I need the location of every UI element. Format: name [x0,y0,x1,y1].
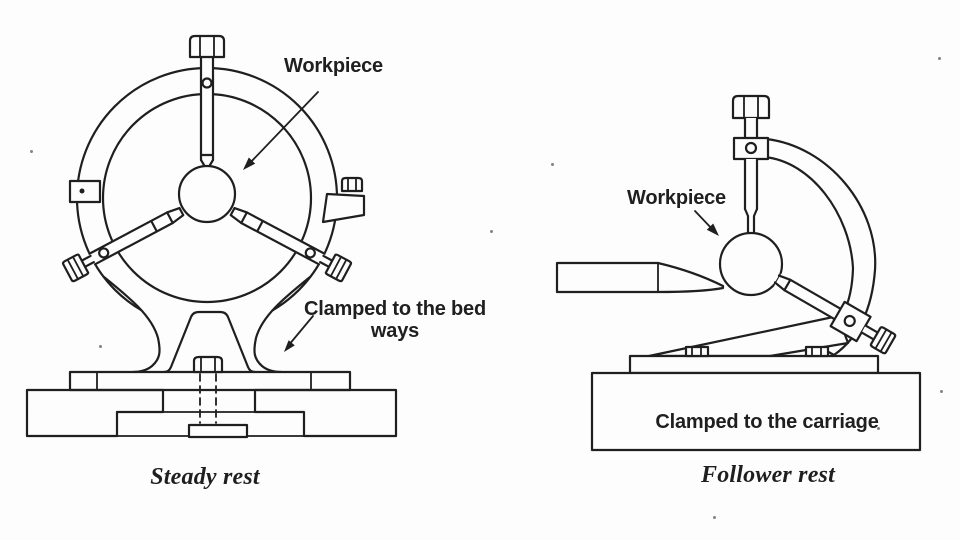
base-plate [68,370,352,392]
angled-jaw [773,273,897,355]
bed-way-left-block [25,388,165,438]
clamp-bolt [187,355,249,439]
adjusting-jaw-right [229,205,353,283]
caption-steady-rest: Steady rest [150,464,260,490]
bed-ways-label-line2: ways [370,320,420,342]
carriage-label: Clamped to the carriage [655,411,879,433]
bed-way-right-block [253,388,398,438]
leader-arrow-bed-ways [284,315,314,352]
lock-lug [321,176,366,224]
steady-rest-drawing [25,34,398,439]
vertical-jaw [731,94,771,234]
mounting-screws [684,345,830,358]
scan-speck [713,516,716,519]
scan-speck [938,57,941,60]
bed-ways-label-line1: Clamped to the bed [304,298,486,320]
scan-speck [99,345,102,348]
adjusting-jaw-left [61,205,185,283]
scan-speck [490,230,493,233]
scan-speck [877,427,880,430]
mounting-plate [628,354,880,375]
leader-arrow-workpiece-right [694,210,719,236]
pedestal-window [162,310,257,374]
cutting-tool [555,261,725,294]
workpiece-label-follower: Workpiece [627,187,726,209]
workpiece-label-steady: Workpiece [284,55,383,77]
carriage-block [590,371,922,452]
pedestal-yoke [104,277,310,372]
adjusting-jaw-top [188,34,226,173]
scan-speck [30,150,33,153]
follower-rest-drawing [555,94,922,452]
hinge-lug [68,179,102,204]
bed-ways-label: Clamped to the bed ways [303,298,487,342]
workpiece-circle-steady [177,164,237,224]
leader-arrow-workpiece-left [243,91,319,170]
workpiece-circle-follower [718,231,784,297]
caption-follower-rest: Follower rest [701,462,835,488]
scan-speck [940,390,943,393]
scan-speck [551,163,554,166]
